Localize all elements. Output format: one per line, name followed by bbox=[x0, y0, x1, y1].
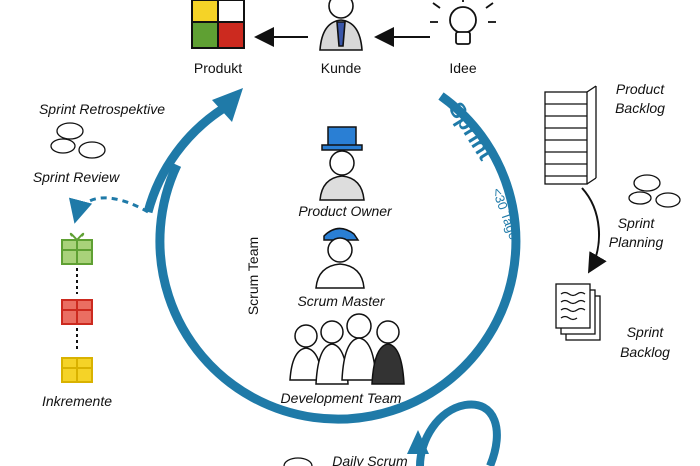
sprint-cycle-arc bbox=[155, 92, 521, 424]
daily-scrum-arrowhead bbox=[407, 430, 429, 454]
sprint-label: Sprint bbox=[444, 97, 499, 165]
product-backlog-label-line2: Backlog bbox=[615, 100, 665, 116]
product-backlog-stack-icon bbox=[544, 85, 597, 185]
sprint-cycle-arrowhead bbox=[212, 88, 243, 122]
product-owner-label: Product Owner bbox=[298, 203, 393, 219]
produkt-label: Produkt bbox=[194, 60, 242, 76]
product-owner-icon bbox=[319, 126, 365, 201]
kunde-label: Kunde bbox=[321, 60, 362, 76]
development-team-icon bbox=[289, 313, 405, 385]
speech-bubble-icon bbox=[283, 457, 313, 466]
sprint-cycle-upper-arc bbox=[143, 104, 227, 214]
speech-bubbles-icon bbox=[50, 122, 106, 159]
sprint-planning-label-line1: Sprint bbox=[618, 215, 656, 231]
lightbulb-icon bbox=[430, 0, 496, 45]
scrum-master-icon bbox=[315, 227, 365, 289]
scrum-team-label: Scrum Team bbox=[245, 237, 261, 315]
inkremente-label: Inkremente bbox=[42, 393, 112, 409]
sprint-review-label: Sprint Review bbox=[33, 169, 120, 185]
development-team-label: Development Team bbox=[281, 390, 402, 406]
sprint-backlog-label-line2: Backlog bbox=[620, 344, 670, 360]
red-gift-icon bbox=[61, 299, 93, 325]
speech-bubbles-icon bbox=[628, 174, 681, 208]
scrum-master-label: Scrum Master bbox=[297, 293, 385, 309]
sprint-backlog-papers-icon bbox=[555, 283, 601, 341]
planning-arrow bbox=[581, 187, 607, 274]
sprint-backlog-label-line1: Sprint bbox=[627, 324, 665, 340]
product-icon bbox=[191, 0, 245, 49]
sprint-planning-label-line2: Planning bbox=[609, 234, 664, 250]
yellow-gift-icon bbox=[61, 357, 93, 383]
customer-icon bbox=[319, 0, 363, 51]
daily-scrum-loop bbox=[416, 400, 501, 466]
idee-label: Idee bbox=[449, 60, 476, 76]
review-dashed-arrow bbox=[68, 196, 149, 224]
green-gift-icon bbox=[61, 232, 93, 265]
product-backlog-label-line1: Product bbox=[616, 81, 665, 97]
daily-scrum-label: Daily Scrum bbox=[332, 453, 408, 466]
sprint-retrospektive-label: Sprint Retrospektive bbox=[39, 101, 165, 117]
